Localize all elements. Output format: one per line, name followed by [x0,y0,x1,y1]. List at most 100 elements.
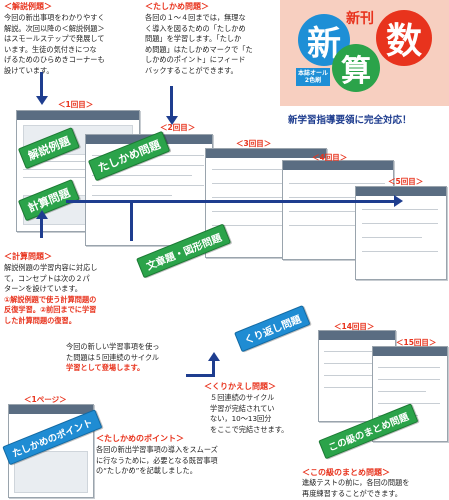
keisan-text: 解説例題の学習内容に対応し て，コンセプトは次の２パ ターンを設けています。 ①… [4,263,132,326]
logo-shinkan: 新刊 [346,11,374,27]
tashikame-line: く導入を図るための「たしかめ [145,23,246,33]
page-line [378,391,426,392]
page-line [362,237,422,238]
label-page-5: ＜5回目＞ [388,177,424,186]
arrow-keisan-shaft [40,218,43,238]
logo-char-shin: 新 [298,14,350,66]
cycle-line: た問題は５回連続のサイクル [66,352,160,362]
kurikaeshi-line: ５回連続のサイクル [210,393,275,402]
matome-heading: ＜この級のまとめ問題＞ [302,468,390,477]
page-header-bar [9,405,93,414]
page-line [324,375,374,376]
arrow-tashikame-head [166,116,178,125]
page-line [92,195,172,196]
logo-panel: 新 算 数 新刊 本誌オール2色刷 [280,0,449,106]
label-page-4: ＜4回目＞ [312,153,348,162]
page-line [92,165,204,166]
keisan-red-line: ①解説例題で使う計算問題の [4,294,97,304]
keisan-line: ターンを設けています。 [4,284,82,293]
page-line [23,177,113,178]
kurikaeshi-line: 学習が完結されてい [210,403,275,413]
point-text: 各回の新出学習事項の導入をスムーズ に行なうために，必要となる既習事項 の“たし… [96,445,266,477]
kaisetsu-line: います。生徒の気付きにつな [4,44,97,54]
page-line [212,183,318,184]
page-header-bar [319,331,395,340]
page-header-bar [17,111,139,120]
tashikame-line: め問題」はたしかめマークで「た [145,44,253,54]
page-line [324,351,388,352]
page-line [289,225,385,226]
logo-char-suu: 数 [376,10,432,66]
kurikaeshi-heading: ＜くりかえし問題＞ [204,382,276,391]
tashikame-line: 各回の１～４回までは，無理な [145,13,246,22]
kaisetsu-line: げるためのひらめきコーナーも [4,55,105,64]
tashikame-heading: ＜たしかめ問題＞ [145,2,209,11]
cycle-line: 学習として登場します。 [66,363,145,372]
page-header-bar [373,347,447,356]
page-line [212,169,318,170]
kaisetsu-line: 今回の新出事項をわかりやすく [4,13,105,22]
tashikame-line: 問題」を学習します。「たしか [145,34,242,43]
point-line: の“たしかめ”を記載しました。 [96,466,197,475]
kaisetsu-line: 設けています。 [4,65,54,75]
page-line [324,387,388,388]
arrow-kurikaeshi-shaft [186,374,214,377]
keisan-heading: ＜計算問題＞ [4,252,52,261]
kaisetsu-line: はスモールステップで発展して [4,34,105,43]
page-line [324,363,388,364]
page-line [23,169,131,170]
tashikame-line: バックすることができます。 [145,65,238,75]
matome-line: 再度練習することができます。 [302,488,402,498]
label-page-15: ＜15回目＞ [396,338,437,347]
label-page-3: ＜3回目＞ [236,139,272,148]
arrow-keisan-head [36,210,48,219]
page-line [289,183,385,184]
page-line [92,185,204,186]
page-line [362,251,438,252]
point-line: 各回の新出学習事項の導入をスムーズ [96,445,218,454]
label-page-1: ＜1回目＞ [58,100,94,109]
page-header-bar [283,161,393,170]
page-line [212,225,282,226]
tashikame-text: 各回の１～４回までは，無理な く導入を図るための「たしかめ 問題」を学習します。… [145,13,280,76]
page-header-bar [206,149,326,158]
kaisetsu-text: 今回の新出事項をわかりやすく 解説。次回以降の＜解説例題＞ はスモールステップで… [4,13,144,76]
page-line [289,211,369,212]
label-page-point: ＜1ページ＞ [24,395,67,404]
arrow-kaisetsu-shaft [40,72,43,98]
arrow-cycle-head [394,195,403,207]
arrow-tashikame-shaft [170,86,173,118]
keisan-red-line: 反復学習。②前回までに学習 [4,305,97,314]
tashikame-line: しかめのポイント」にフィード [145,55,246,64]
arrow-kurikaeshi-head [208,352,220,361]
arrow-kaisetsu-head [36,96,48,105]
matome-line: 進級テストの前に，各回の問題を [302,478,410,487]
page-line [212,211,318,212]
page-line [289,197,385,198]
page-header-bar [356,187,446,196]
logo-badge: 本誌オール2色刷 [296,68,330,86]
matome-text: 進級テストの前に，各回の問題を 再度練習することができます。 [302,478,448,499]
page-line [362,223,438,224]
keisan-line: 解説例題の学習内容に対応し [4,263,98,272]
keisan-red-line: した計算問題の復習。 [4,315,76,325]
ribbon-kurikaeshi: くり返し問題 [234,305,311,353]
arrow-kurikaeshi-up [212,360,215,377]
page-line [212,197,302,198]
kurikaeshi-line: ない，10～13回分 [210,414,272,423]
kaisetsu-heading: ＜解説例題＞ [4,2,52,11]
label-page-14: ＜14回目＞ [334,322,375,331]
logo-tagline: 新学習指導要領に完全対応！ [288,115,412,126]
page-line [362,209,438,210]
page-line [378,367,440,368]
logo-char-san: 算 [332,44,380,92]
kaisetsu-line: 解説。次回以降の＜解説例題＞ [4,23,105,33]
point-heading: ＜たしかめのポイント＞ [96,434,184,443]
page-block [14,451,88,493]
page-line [378,379,440,380]
page-line [23,161,131,162]
arrow-cycle-main [66,200,396,203]
kurikaeshi-text: ５回連続のサイクル 学習が完結されてい ない，10～13回分 をここで完結させま… [210,393,320,435]
cycle-line: 今回の新しい学習事項を使っ [66,342,160,351]
page-line [92,175,192,176]
